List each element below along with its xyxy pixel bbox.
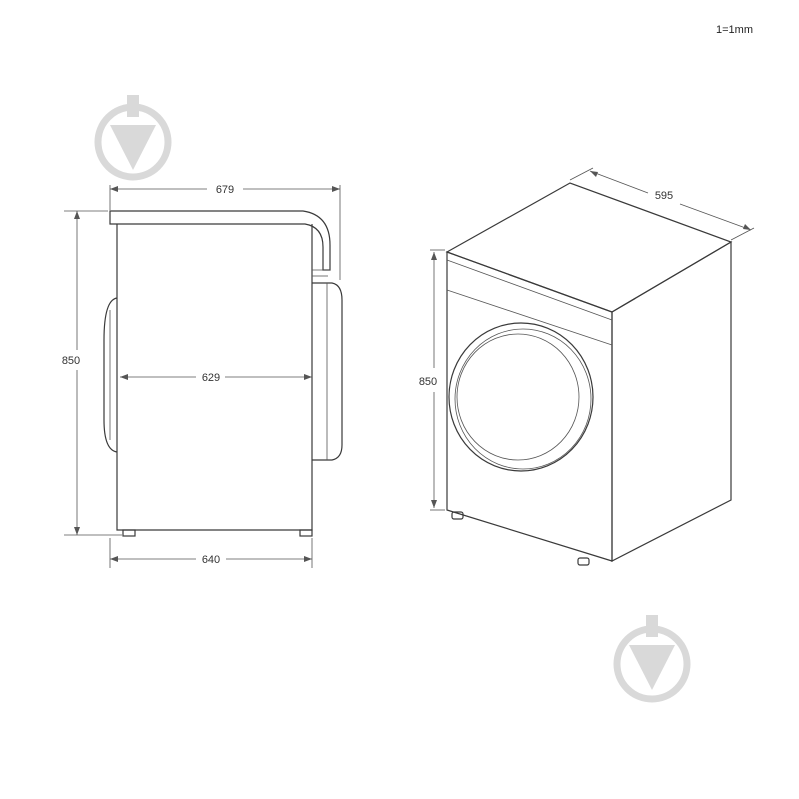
dim-iso-height: 850: [419, 376, 437, 388]
rear-foot: [122, 529, 136, 537]
dim-body-depth: 629: [202, 372, 220, 384]
watermark-logo-icon: [613, 615, 691, 703]
dim-side-height: 850: [62, 355, 80, 367]
front-foot: [299, 529, 313, 537]
door-glass: [456, 333, 580, 461]
side-view: 679 850 629 640: [62, 184, 343, 568]
iso-front-face: [446, 251, 613, 562]
iso-top-face: [445, 182, 733, 313]
watermark-logo-icon: [94, 95, 172, 181]
scale-note: 1=1mm: [716, 24, 753, 36]
iso-front-right-foot: [577, 557, 590, 566]
iso-right-face: [611, 240, 732, 562]
iso-view: 595 850: [419, 167, 755, 566]
dim-iso-width: 595: [655, 190, 673, 202]
dim-top-depth: 679: [216, 184, 234, 196]
door-profile: [312, 282, 343, 461]
top-panel-outline: [109, 210, 331, 271]
back-hose-outline: [103, 297, 118, 453]
door-outer-ring: [448, 322, 594, 472]
iso-front-left-foot: [451, 511, 464, 520]
door-inner-ring: [454, 328, 592, 470]
control-panel-band: [446, 259, 613, 346]
dim-base-depth: 640: [202, 554, 220, 566]
